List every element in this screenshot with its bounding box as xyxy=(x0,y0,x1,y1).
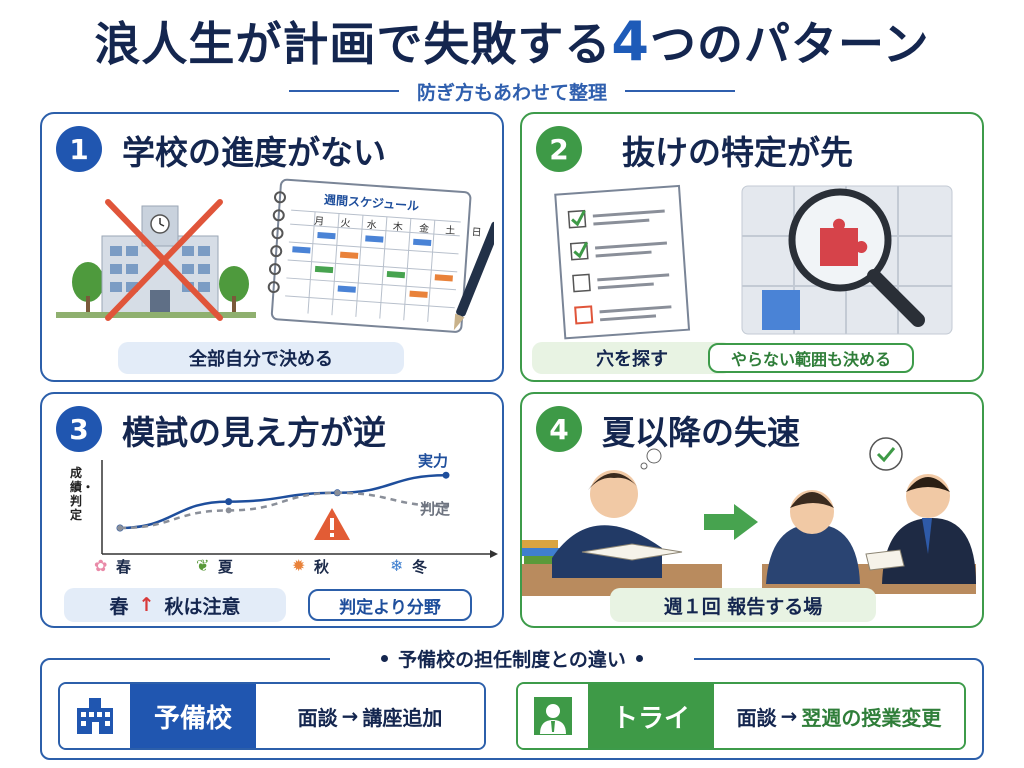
puzzle-magnifier-illustration xyxy=(741,185,953,335)
try-icon-cell xyxy=(518,684,588,748)
right-arrow-glyph: → xyxy=(341,704,359,728)
series-label-hantei: 判定 xyxy=(420,500,451,518)
tutor-person-icon xyxy=(534,697,572,735)
schedule-day: 月 xyxy=(313,216,325,228)
card-1-pill: 全部自分で決める xyxy=(118,342,404,374)
card-1-number-badge: 1 xyxy=(56,126,102,172)
sakura-icon: ✿ xyxy=(94,556,108,575)
try-desc: 面談 → 翌週の授業変更 xyxy=(714,684,964,748)
chart-point-s2-1 xyxy=(117,525,123,531)
schedule-day: 火 xyxy=(340,217,351,230)
school-building-icon xyxy=(77,698,113,734)
snowflake-icon: ❄ xyxy=(390,556,404,575)
chart-point-s1-2 xyxy=(225,498,233,506)
school-building-crossed-illustration xyxy=(56,199,256,321)
card-4-pill: 週１回 報告する場 xyxy=(610,588,876,622)
card-4-number-badge: 4 xyxy=(536,406,582,452)
chart-x-axis-arrow xyxy=(490,550,498,558)
spring-text: 春 xyxy=(109,595,129,618)
chart-point-s2-4 xyxy=(443,503,449,509)
subtitle-rule-left xyxy=(288,90,399,92)
schedule-day: 木 xyxy=(392,221,404,234)
chart-series-line-2 xyxy=(119,491,447,530)
card-2-title: 抜けの特定が先 xyxy=(622,133,853,172)
comparison-title: 予備校の担任制度との違い xyxy=(398,648,626,671)
chart-point-s1-4 xyxy=(442,471,450,479)
leaf-icon: ❦ xyxy=(196,556,210,575)
subtitle: 防ぎ方もあわせて整理 xyxy=(416,81,607,104)
try-label: トライ xyxy=(588,684,714,748)
season-label: 夏 xyxy=(218,558,234,576)
card-1: 1 学校の進度がない xyxy=(40,112,504,382)
card-3-number-badge: 3 xyxy=(56,406,102,452)
title-suffix: つのパターン xyxy=(649,17,930,71)
yobiko-desc-a: 面談 xyxy=(297,705,338,730)
grade-trend-chart xyxy=(101,460,498,558)
schedule-day: 土 xyxy=(444,225,456,237)
schedule-day: 水 xyxy=(366,219,377,232)
mentor-meeting-illustration xyxy=(762,437,976,594)
chart-point-s2-3 xyxy=(334,489,341,496)
card-3: 3 模試の見え方が逆 成績・判定 実力 判定 ✿ 春 ❦ 夏 ✹ 秋 ❄ 冬 春… xyxy=(40,392,504,628)
chart-point-s2-2 xyxy=(225,507,232,514)
card-3-pill-right: 判定より分野 xyxy=(308,589,472,621)
card-2-pill-left: 穴を探す xyxy=(532,342,732,374)
right-arrow-icon xyxy=(704,504,758,540)
title-prefix: 浪人生が計画で失敗する xyxy=(94,17,612,71)
card-4: 4 夏以降の失速 週１回 報告する場 xyxy=(520,392,984,628)
comparison-yobiko: 予備校 面談 → 講座追加 xyxy=(58,682,486,750)
comparison-try: トライ 面談 → 翌週の授業変更 xyxy=(516,682,966,750)
yobiko-label: 予備校 xyxy=(130,684,256,748)
series-label-jitsuryoku: 実力 xyxy=(418,452,449,470)
warning-icon xyxy=(314,508,350,540)
up-arrow-icon: ↑ xyxy=(138,594,155,616)
season-label: 冬 xyxy=(412,558,428,576)
title-number: 4 xyxy=(611,10,650,73)
subtitle-rule-right xyxy=(625,90,735,92)
subtitle-row: 防ぎ方もあわせて整理 xyxy=(0,78,1024,104)
card-3-pill-left: 春 ↑ 秋は注意 xyxy=(64,588,286,622)
schedule-day: 金 xyxy=(418,223,430,236)
yobiko-icon-cell xyxy=(60,684,130,748)
struggling-student-illustration xyxy=(522,448,722,596)
yobiko-desc: 面談 → 講座追加 xyxy=(256,684,484,748)
card-2-pill-right: やらない範囲も決める xyxy=(708,343,914,373)
weekly-schedule-illustration xyxy=(267,178,494,333)
title-dot-left xyxy=(381,654,389,662)
season-label: 秋 xyxy=(314,558,330,576)
checklist-illustration xyxy=(554,184,691,340)
autumn-caution-text: 秋は注意 xyxy=(164,595,241,618)
try-desc-b: 翌週の授業変更 xyxy=(801,705,942,730)
try-desc-a: 面談 xyxy=(736,705,777,730)
maple-icon: ✹ xyxy=(292,556,306,575)
chart-ylabel: 成績・判定 xyxy=(70,466,95,522)
card-2-number-badge: 2 xyxy=(536,126,582,172)
card-1-title: 学校の進度がない xyxy=(122,133,386,172)
chart-series-line-1 xyxy=(119,473,447,530)
comparison-title-wrap: 予備校の担任制度との違い xyxy=(330,644,694,672)
season-axis: ✿ 春 ❦ 夏 ✹ 秋 ❄ 冬 xyxy=(94,556,474,578)
right-arrow-glyph: → xyxy=(780,704,798,728)
schedule-day: 日 xyxy=(471,227,482,239)
card-2: 2 抜けの特定が先 xyxy=(520,112,984,382)
season-label: 春 xyxy=(116,558,132,576)
card-4-title: 夏以降の失速 xyxy=(602,413,800,452)
title-dot-right xyxy=(635,654,643,662)
page-title: 浪人生が計画で失敗する4つのパターン xyxy=(0,8,1024,74)
yobiko-desc-b: 講座追加 xyxy=(362,705,443,730)
card-3-title: 模試の見え方が逆 xyxy=(122,413,386,452)
